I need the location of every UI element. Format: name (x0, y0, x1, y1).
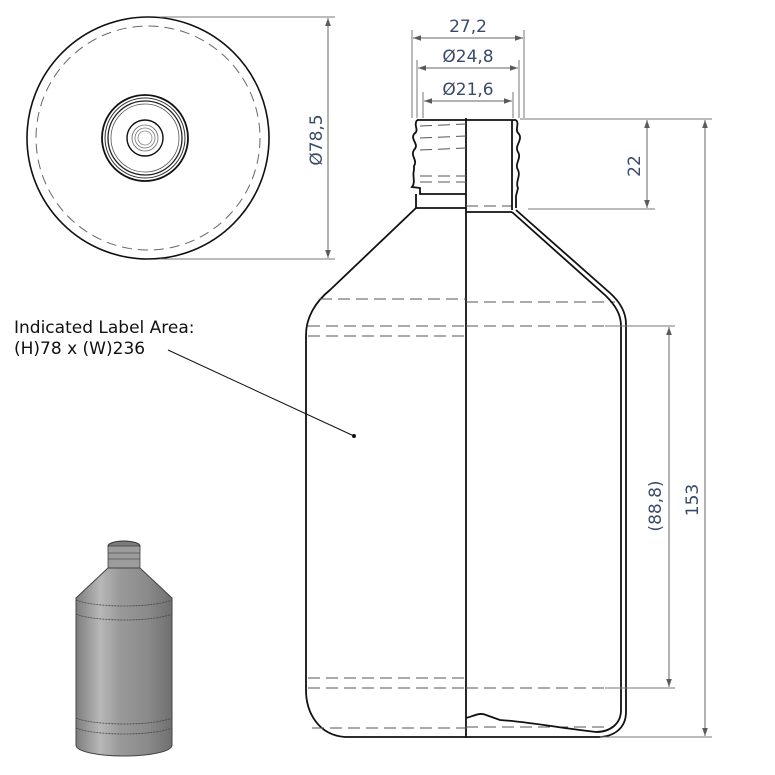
label-area-annotation: Indicated Label Area: (H)78 x (W)236 (14, 318, 195, 360)
bore-diameter-label: Ø21,6 (442, 80, 493, 100)
thread-diameter-label: Ø24,8 (442, 47, 493, 67)
total-height-label: 153 (683, 484, 703, 516)
total-height-dimension: 153 (600, 120, 712, 738)
hidden-lines (308, 123, 630, 729)
label-leader (167, 349, 356, 438)
top-diameter-dimension: Ø78,5 (160, 16, 335, 260)
label-area-size: (H)78 x (W)236 (14, 339, 146, 359)
label-area-title: Indicated Label Area: (14, 318, 195, 338)
neck-height-dimension: 22 (520, 118, 712, 210)
top-view (26, 16, 270, 260)
dashed-circle (35, 25, 261, 251)
bore-circle (126, 119, 164, 157)
side-view-exterior (305, 118, 467, 738)
label-height-label: (88,8) (646, 480, 666, 531)
side-view-section (465, 119, 627, 738)
neck-outer-circle (101, 94, 189, 182)
top-diameter-label: Ø78,5 (307, 114, 327, 165)
neck-dimensions: 27,2 Ø24,8 Ø21,6 (411, 17, 525, 118)
isometric-bottle (75, 540, 173, 757)
label-height-dimension: (88,8) (605, 325, 675, 689)
outer-circle (26, 16, 270, 260)
neck-outer-width-label: 27,2 (449, 17, 487, 37)
neck-height-label: 22 (625, 155, 645, 177)
